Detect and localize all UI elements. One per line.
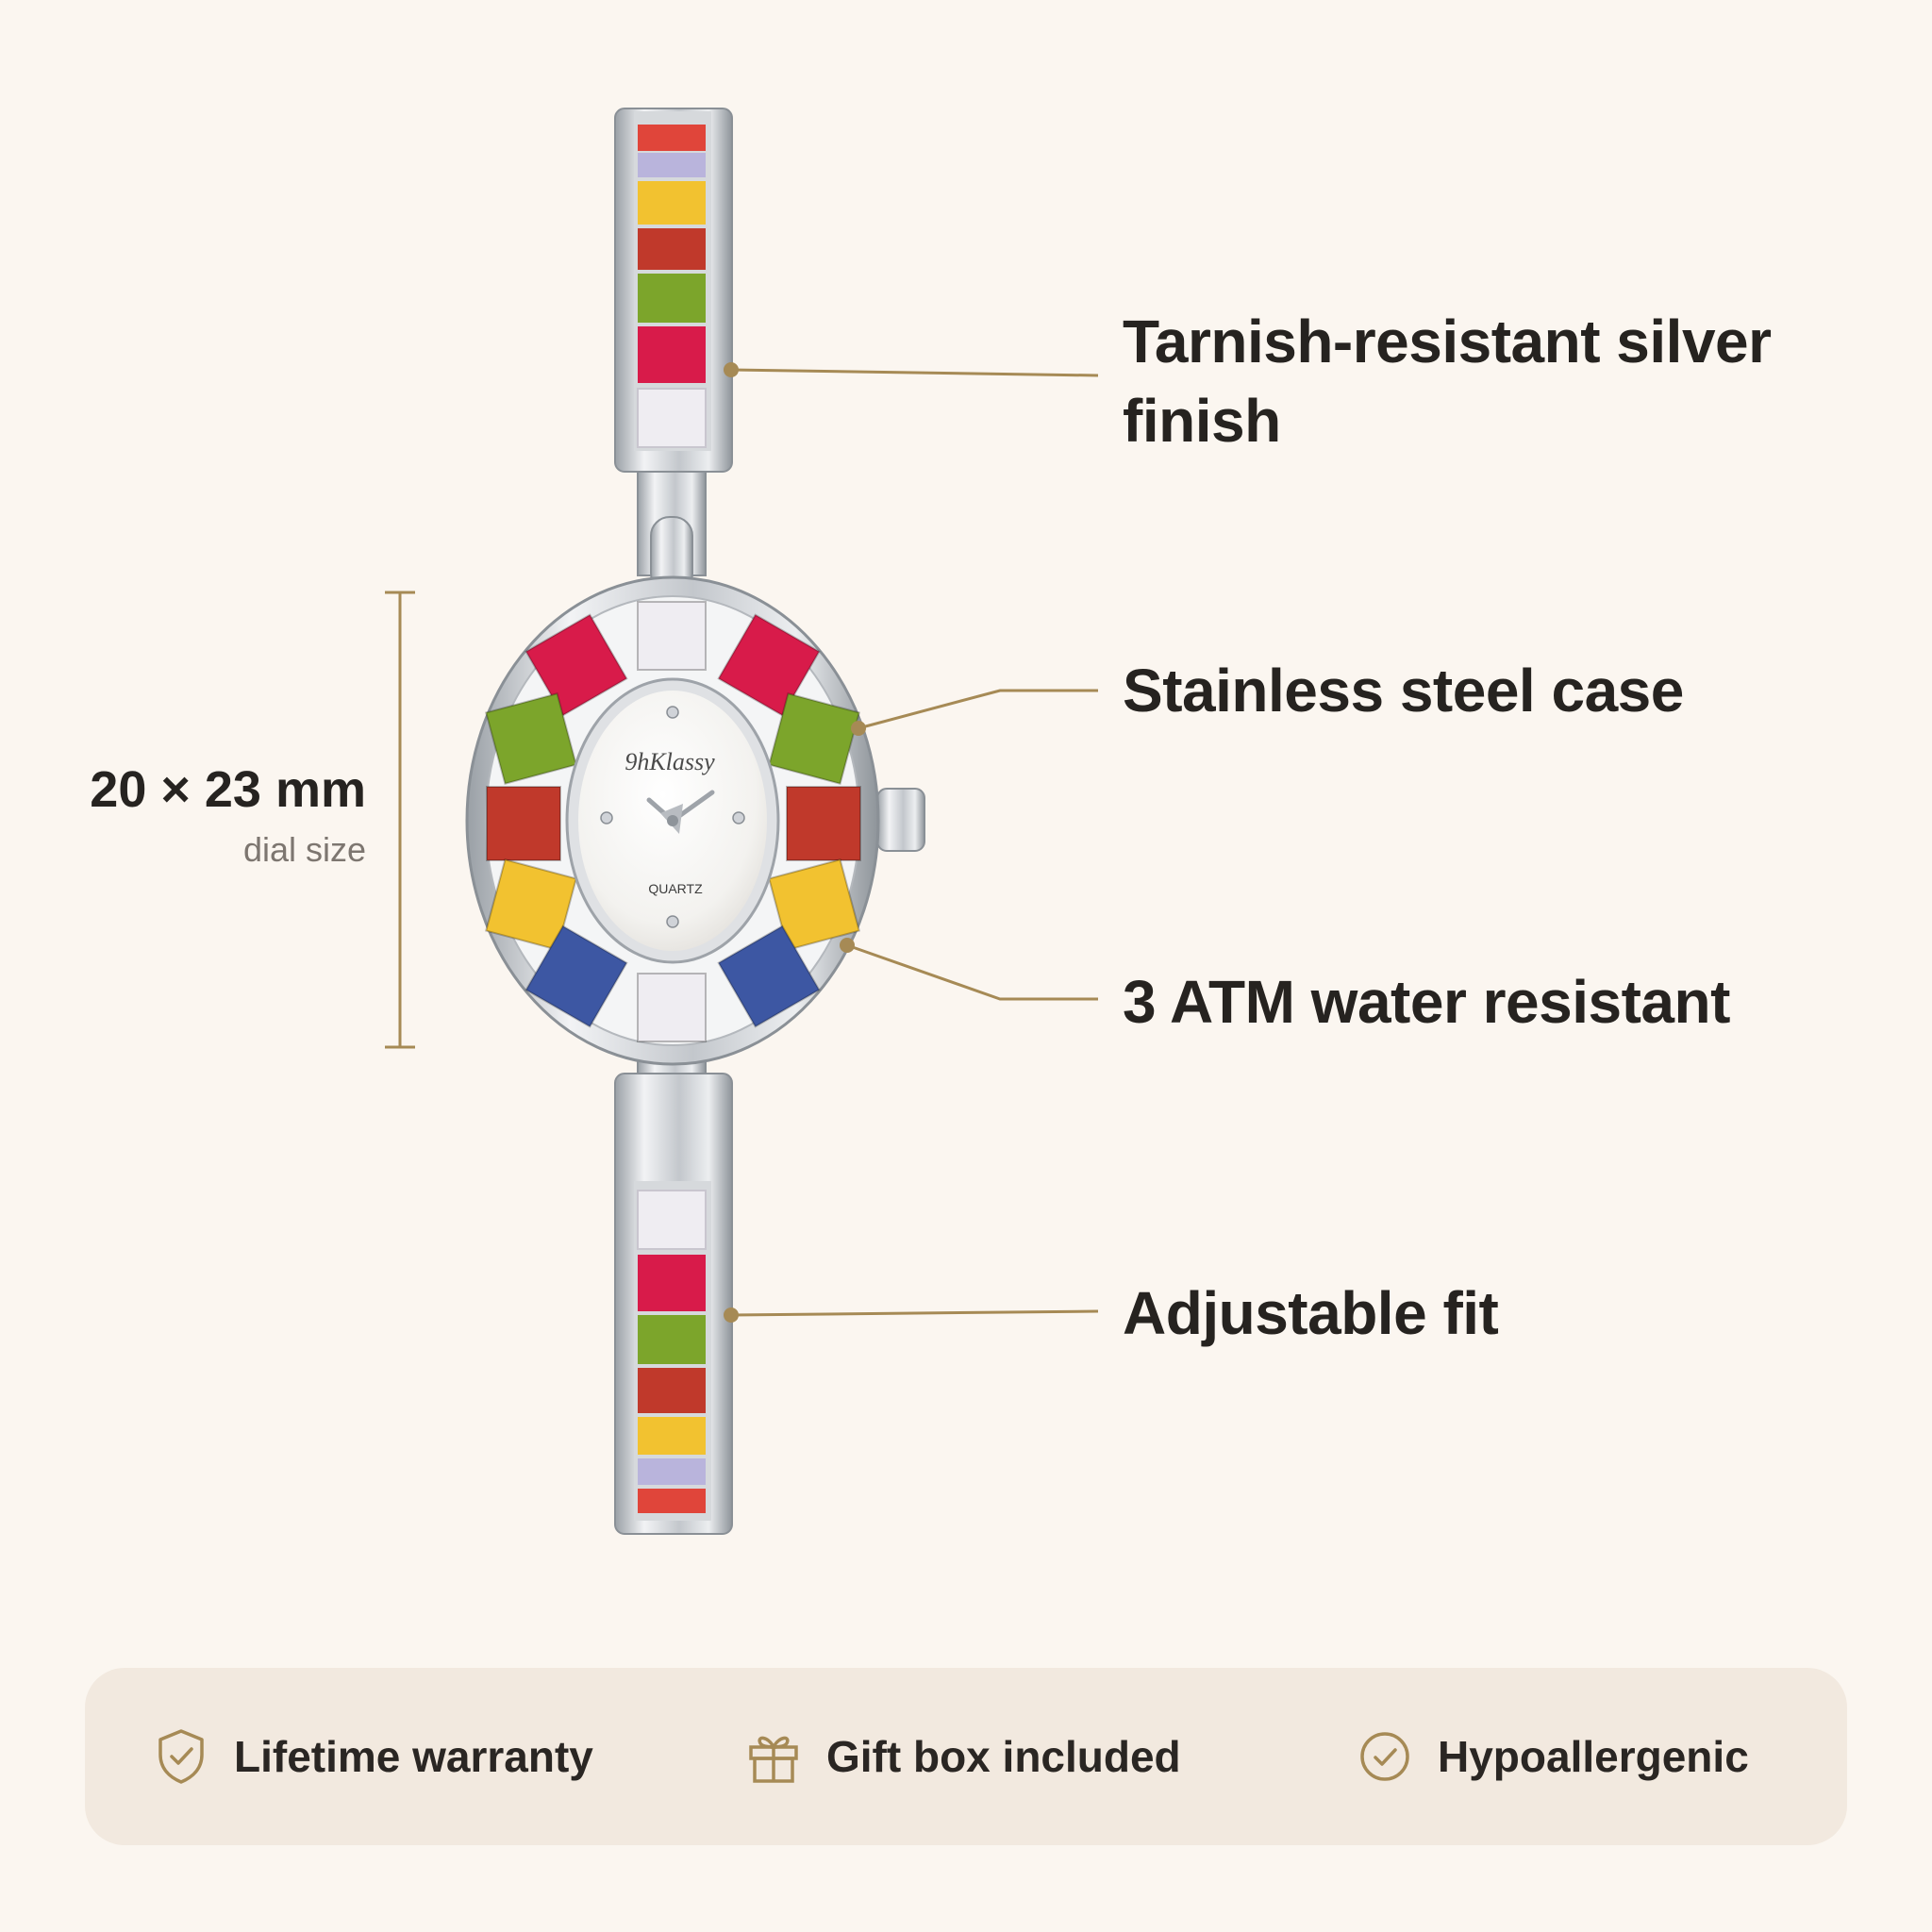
benefits-bar: Lifetime warranty Gift box included Hypo…	[85, 1668, 1847, 1845]
bezel-gems	[485, 601, 861, 1042]
dial-size-caption: dial size	[242, 830, 366, 869]
lower-bracelet	[614, 1041, 733, 1535]
dimension-bracket	[385, 591, 415, 1049]
feature-tarnish-resistant: Tarnish-resistant silver finish	[1123, 308, 1772, 455]
benefit-label: Gift box included	[826, 1732, 1181, 1781]
shield-check-icon	[158, 1729, 204, 1784]
crown	[876, 788, 925, 852]
dial-size-value: 20 × 23 mm	[90, 761, 366, 818]
benefit-hypoallergenic: Hypoallergenic	[1355, 1668, 1749, 1845]
check-circle-icon	[1360, 1732, 1409, 1781]
benefit-lifetime-warranty: Lifetime warranty	[151, 1668, 593, 1845]
brand-logo: 9hKlassy	[625, 748, 715, 775]
benefit-label: Lifetime warranty	[234, 1732, 593, 1781]
callout-dots	[724, 362, 866, 1323]
feature-water-resistant: 3 ATM water resistant	[1123, 968, 1730, 1036]
benefit-label: Hypoallergenic	[1438, 1732, 1749, 1781]
watch-dial: 9hKlassy QUARTZ	[565, 677, 780, 964]
benefit-gift-box: Gift box included	[743, 1668, 1181, 1845]
feature-stainless-steel: Stainless steel case	[1123, 657, 1684, 724]
gift-icon	[749, 1736, 798, 1783]
callout-leaders	[730, 368, 1099, 1317]
upper-bracelet	[614, 108, 733, 593]
feature-adjustable-fit: Adjustable fit	[1123, 1279, 1499, 1347]
quartz-label: QUARTZ	[648, 881, 703, 896]
